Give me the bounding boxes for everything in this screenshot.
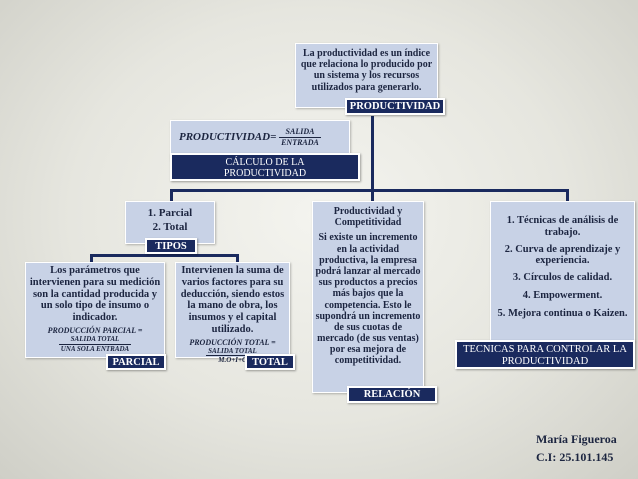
connector-to-parcial xyxy=(90,254,93,262)
author-id: C.I: 25.101.145 xyxy=(536,450,614,464)
tipos-label: TIPOS xyxy=(145,238,197,254)
parcial-text: Los parámetros que intervienen para su m… xyxy=(29,265,161,323)
total-formula-lhs: PRODUCCIÓN TOTAL = xyxy=(189,337,276,347)
connector-root-down xyxy=(371,116,374,190)
relacion-label: RELACIÓN xyxy=(347,386,437,403)
tecnicas-label: TECNICAS PARA CONTROLAR LA PRODUCTIVIDAD xyxy=(455,340,635,369)
tecnicas-item: 2. Curva de aprendizaje y experiencia. xyxy=(504,243,621,267)
connector-tipos-horizontal xyxy=(90,254,239,257)
parcial-formula-lhs: PRODUCCIÓN PARCIAL = xyxy=(47,325,143,335)
author-block: María Figueroa C.I: 25.101.145 xyxy=(536,430,617,466)
total-text: Intervienen la suma de varios factores p… xyxy=(180,265,285,335)
author-name: María Figueroa xyxy=(536,432,617,446)
tecnicas-item: 5. Mejora continua o Kaizen. xyxy=(497,307,628,319)
parcial-box: Los parámetros que intervienen para su m… xyxy=(25,262,165,358)
total-label: TOTAL xyxy=(245,354,295,370)
relacion-text: Si existe un incremento en la actividad … xyxy=(315,232,421,367)
calculo-formula-lhs: PRODUCTIVIDAD= xyxy=(179,130,277,143)
tecnicas-item: 1. Técnicas de análisis de trabajo. xyxy=(506,215,619,238)
root-definition-box: La productividad es un índice que relaci… xyxy=(295,43,438,108)
parcial-formula-numerator: SALIDA TOTAL xyxy=(58,335,132,345)
total-formula-numerator: SALIDA TOTAL xyxy=(206,347,259,357)
connector-to-tipos xyxy=(170,189,173,201)
calculo-formula-numerator: SALIDA xyxy=(279,127,321,138)
tecnicas-box: 1. Técnicas de análisis de trabajo. 2. C… xyxy=(490,201,635,341)
relacion-title: Productividad y Competitividad xyxy=(333,206,403,229)
productividad-label: PRODUCTIVIDAD xyxy=(345,98,445,115)
connector-main-horizontal xyxy=(170,189,568,192)
calculo-formula-denominator: ENTRADA xyxy=(281,137,319,147)
connector-to-tecnicas xyxy=(566,189,569,201)
total-formula-denominator: M.O+I+C xyxy=(218,356,247,365)
connector-to-total xyxy=(236,254,239,262)
relacion-box: Productividad y Competitividad Si existe… xyxy=(312,201,424,393)
connector-to-relacion xyxy=(371,189,374,201)
root-definition-text: La productividad es un índice que relaci… xyxy=(300,48,433,93)
parcial-formula-denominator: UNA SOLA ENTRADA xyxy=(60,344,130,353)
tipos-item-total: 2. Total xyxy=(152,221,188,234)
total-box: Intervienen la suma de varios factores p… xyxy=(175,262,290,364)
tecnicas-item: 3. Círculos de calidad. xyxy=(512,272,613,283)
parcial-label: PARCIAL xyxy=(106,354,166,370)
calculo-label: CÁLCULO DE LA PRODUCTIVIDAD xyxy=(170,153,360,181)
tipos-item-parcial: 1. Parcial xyxy=(147,207,193,219)
tipos-box: 1. Parcial 2. Total xyxy=(125,201,215,244)
tecnicas-item: 4. Empowerment. xyxy=(522,289,603,301)
